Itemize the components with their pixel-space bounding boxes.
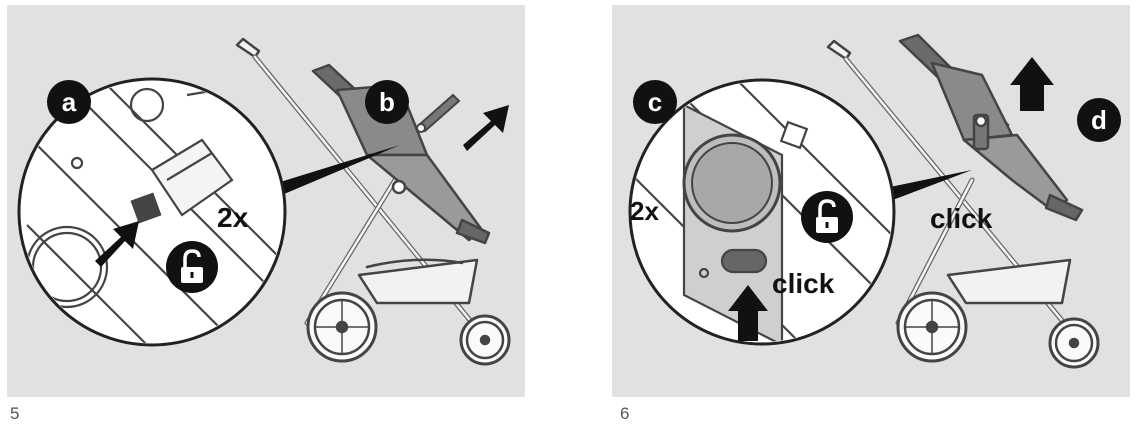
zoom-pointer	[277, 145, 400, 197]
badge-d: d	[1077, 98, 1121, 142]
step-5-panel: a b 2x	[7, 5, 525, 397]
badge-c: c	[633, 80, 677, 124]
step-6-illustration: c d 2x click click	[628, 33, 1121, 369]
step-5-illustration: a b 2x	[17, 37, 511, 366]
zoom-pointer	[890, 170, 972, 201]
step-number: 6	[620, 404, 630, 423]
arrow-icon	[95, 221, 139, 267]
unlock-icon	[166, 241, 218, 293]
detail-magnifier	[628, 78, 896, 346]
arrow-icon	[463, 105, 509, 151]
step-number: 5	[10, 404, 20, 423]
stroller-illustration	[235, 37, 511, 366]
step-6-panel: c d 2x click click	[612, 5, 1130, 397]
repeat-label: 2x	[630, 196, 659, 226]
release-pin-illustration	[416, 93, 461, 133]
arrow-icon	[728, 285, 768, 341]
repeat-label: 2x	[217, 202, 249, 233]
click-label: click	[930, 203, 993, 234]
click-label: click	[772, 268, 835, 299]
svg-text:a: a	[62, 87, 77, 117]
badge-b: b	[365, 80, 409, 124]
badge-a: a	[47, 80, 91, 124]
stroller-illustration	[826, 33, 1100, 369]
svg-text:c: c	[648, 87, 662, 117]
svg-text:b: b	[379, 87, 395, 117]
svg-text:d: d	[1091, 105, 1107, 135]
unlock-icon	[801, 191, 853, 243]
arrow-icon	[1010, 57, 1054, 111]
